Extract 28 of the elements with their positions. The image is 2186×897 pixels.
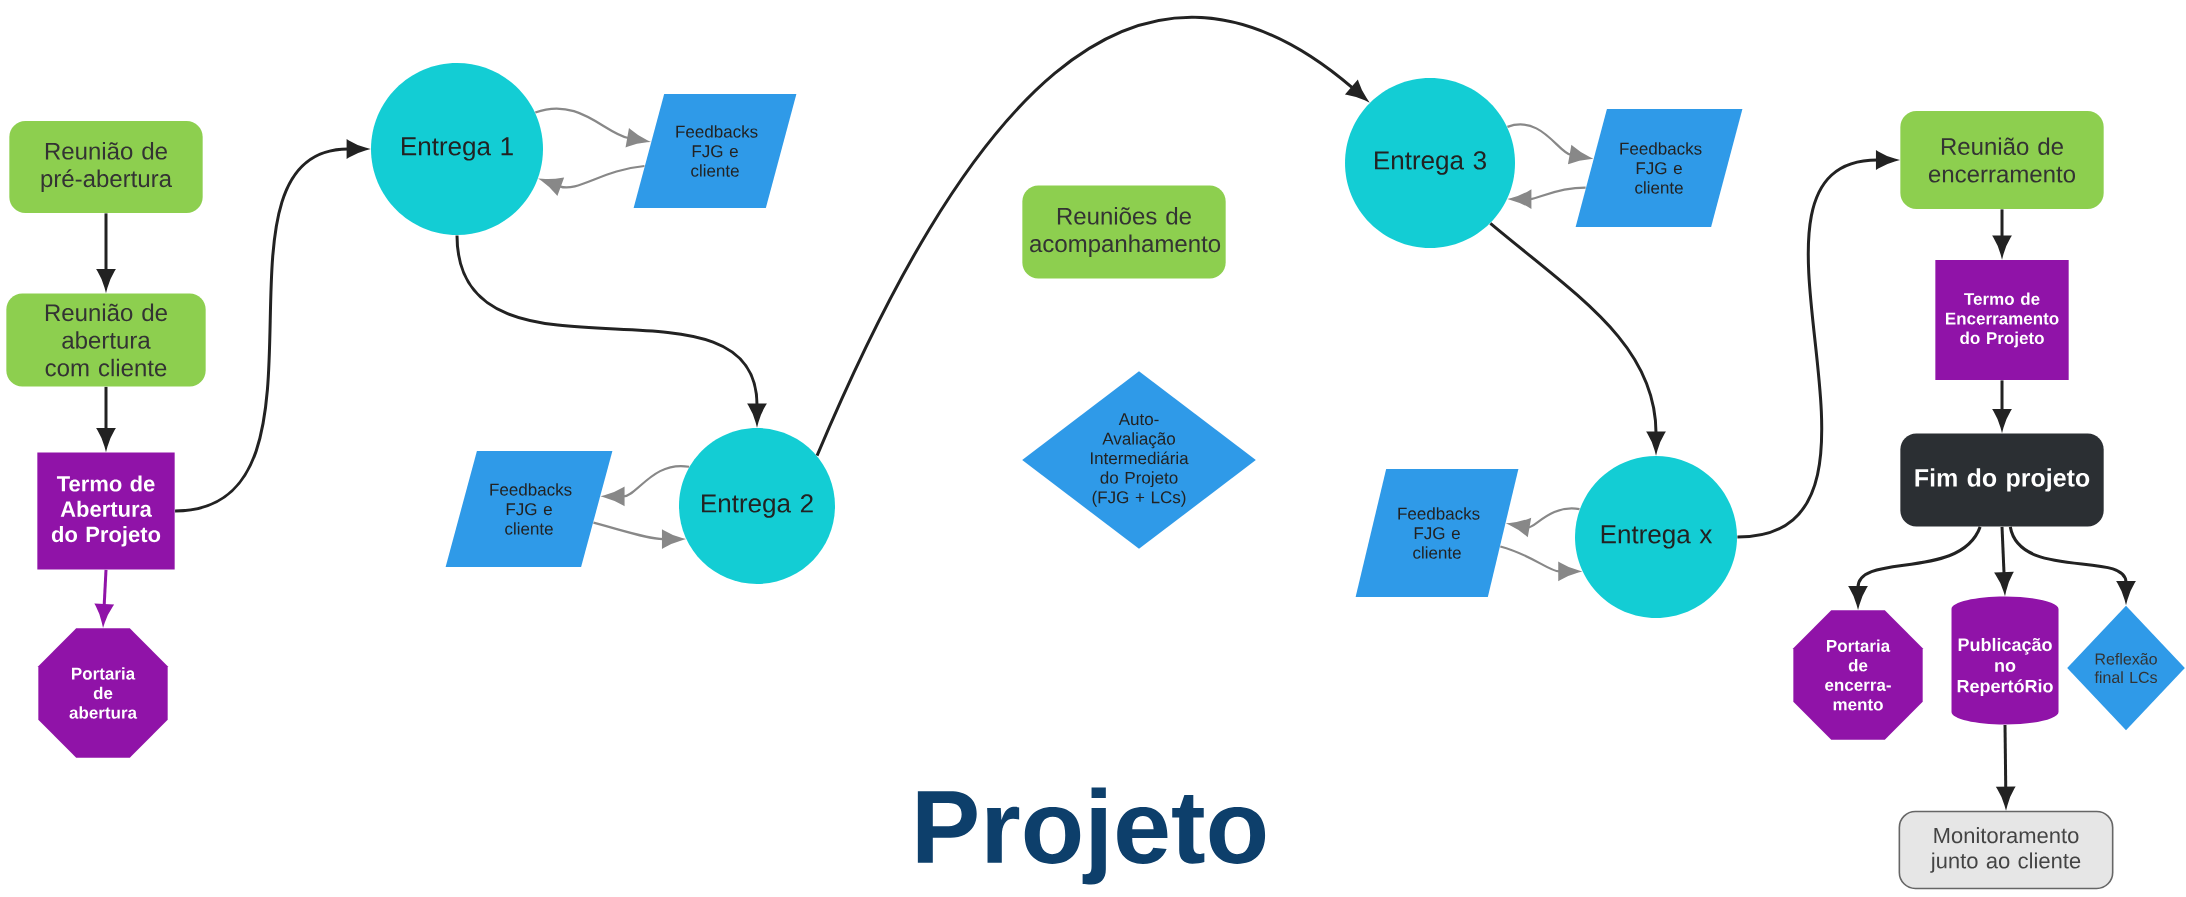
arrow — [540, 164, 645, 195]
cylinder: Publicação no RepertóRio — [1951, 596, 2059, 725]
arrow — [1500, 545, 1580, 581]
parallelogram: Feedbacks FJG e cliente — [633, 94, 797, 208]
circle-node: Entrega 3 — [1345, 78, 1515, 248]
arrow — [1995, 526, 2013, 593]
rounded-box: Reunião de pré-abertura — [9, 121, 203, 213]
arrow — [1507, 123, 1591, 164]
octagon: Portaria de encerra-mento — [1793, 610, 1923, 740]
circle-node: Entrega 1 — [371, 63, 543, 235]
rounded-box: Reunião de abertura com cliente — [6, 293, 206, 387]
arrow — [1510, 186, 1586, 209]
parallelogram: Feedbacks FJG e cliente — [1355, 469, 1519, 597]
circle-node: Entrega x — [1575, 456, 1737, 618]
process-box: Termo de Abertura do Projeto — [37, 452, 175, 570]
octagon: Portaria de abertura — [38, 628, 168, 758]
process-box: Termo de Encerramento do Projeto — [1935, 260, 2069, 380]
parallelogram: Feedbacks FJG e cliente — [445, 451, 613, 567]
arrow — [603, 464, 690, 506]
arrow — [535, 107, 648, 147]
rounded-box: Reunião de encerramento — [1900, 111, 2104, 209]
title: Projeto — [917, 787, 1266, 885]
arrow — [1508, 507, 1580, 537]
circle-node: Entrega 2 — [679, 428, 835, 584]
rounded-box: Monitoramento junto ao cliente — [1898, 810, 2114, 890]
parallelogram: Feedbacks FJG e cliente — [1575, 109, 1743, 227]
arrow — [593, 521, 683, 549]
rounded-box: Fim do projeto — [1900, 433, 2104, 527]
